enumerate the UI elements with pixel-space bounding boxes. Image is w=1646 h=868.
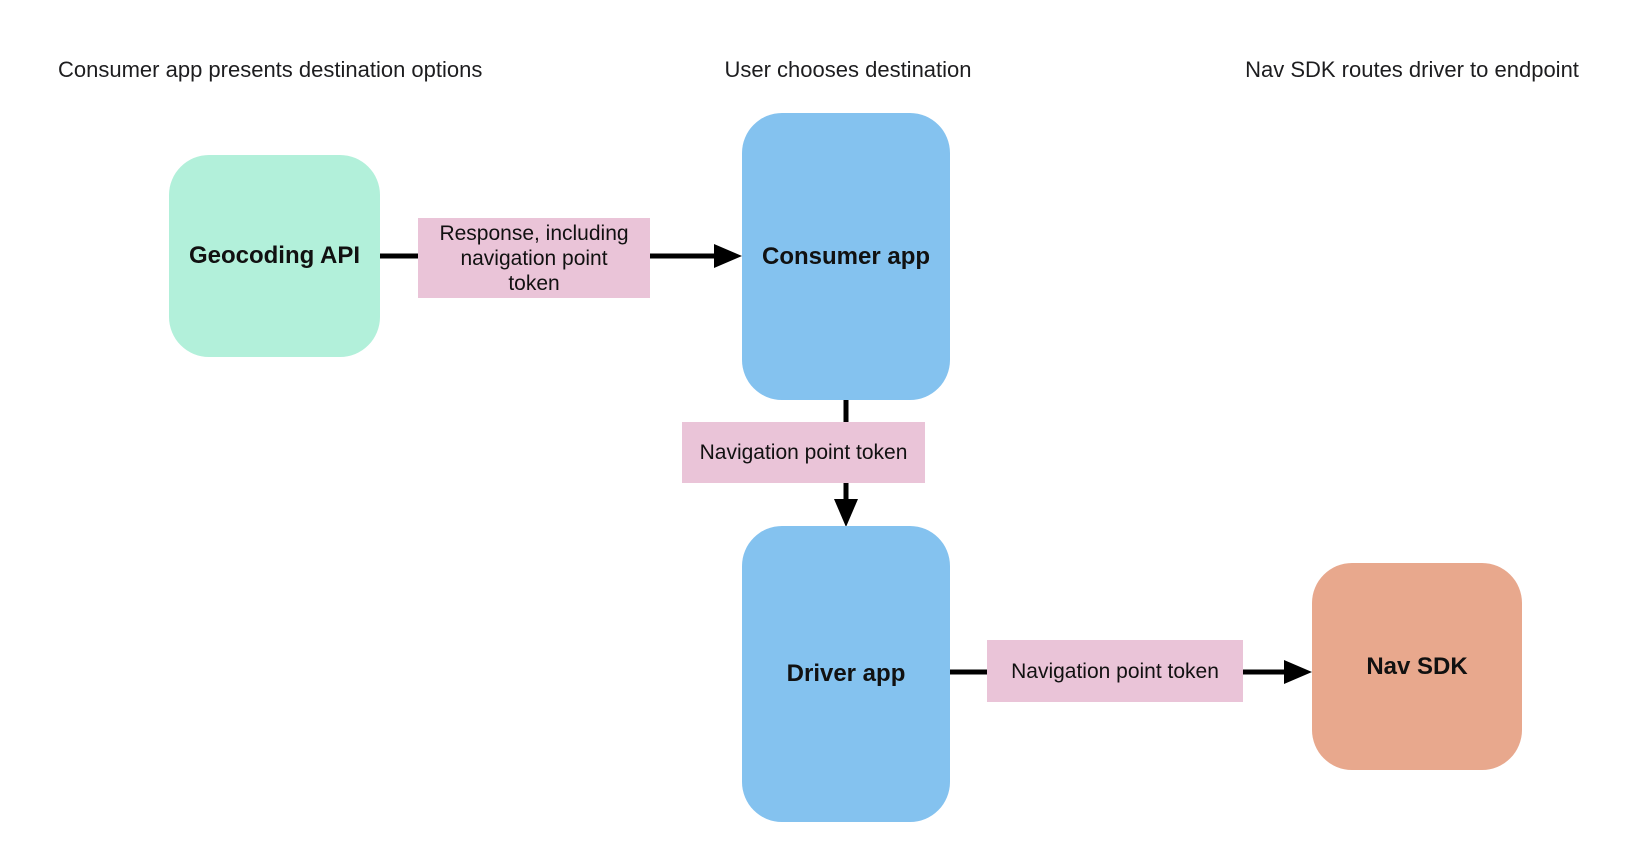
arrowhead-icon <box>714 244 742 268</box>
edge-label-navigation-point-token-2: Navigation point token <box>987 640 1243 702</box>
node-label-geocoding-api: Geocoding API <box>188 242 361 269</box>
node-driver-app: Driver app <box>742 526 950 822</box>
node-label-consumer-app: Consumer app <box>761 242 931 270</box>
stage-heading-user-chooses: User chooses destination <box>724 57 972 82</box>
stage-heading-consumer-presents: Consumer app presents destination option… <box>58 57 483 82</box>
node-geocoding-api: Geocoding API <box>169 155 380 357</box>
edge-label-response-including-token: Response, including navigation point tok… <box>418 218 650 298</box>
node-consumer-app: Consumer app <box>742 113 950 400</box>
edge-label-navigation-point-token-1: Navigation point token <box>682 422 925 483</box>
arrowhead-icon <box>834 499 858 527</box>
arrowhead-icon <box>1284 660 1312 684</box>
node-nav-sdk: Nav SDK <box>1312 563 1522 770</box>
stage-heading-navsdk-routes: Nav SDK routes driver to endpoint <box>1245 57 1579 82</box>
node-label-nav-sdk: Nav SDK <box>1366 652 1468 680</box>
node-label-driver-app: Driver app <box>786 660 906 687</box>
